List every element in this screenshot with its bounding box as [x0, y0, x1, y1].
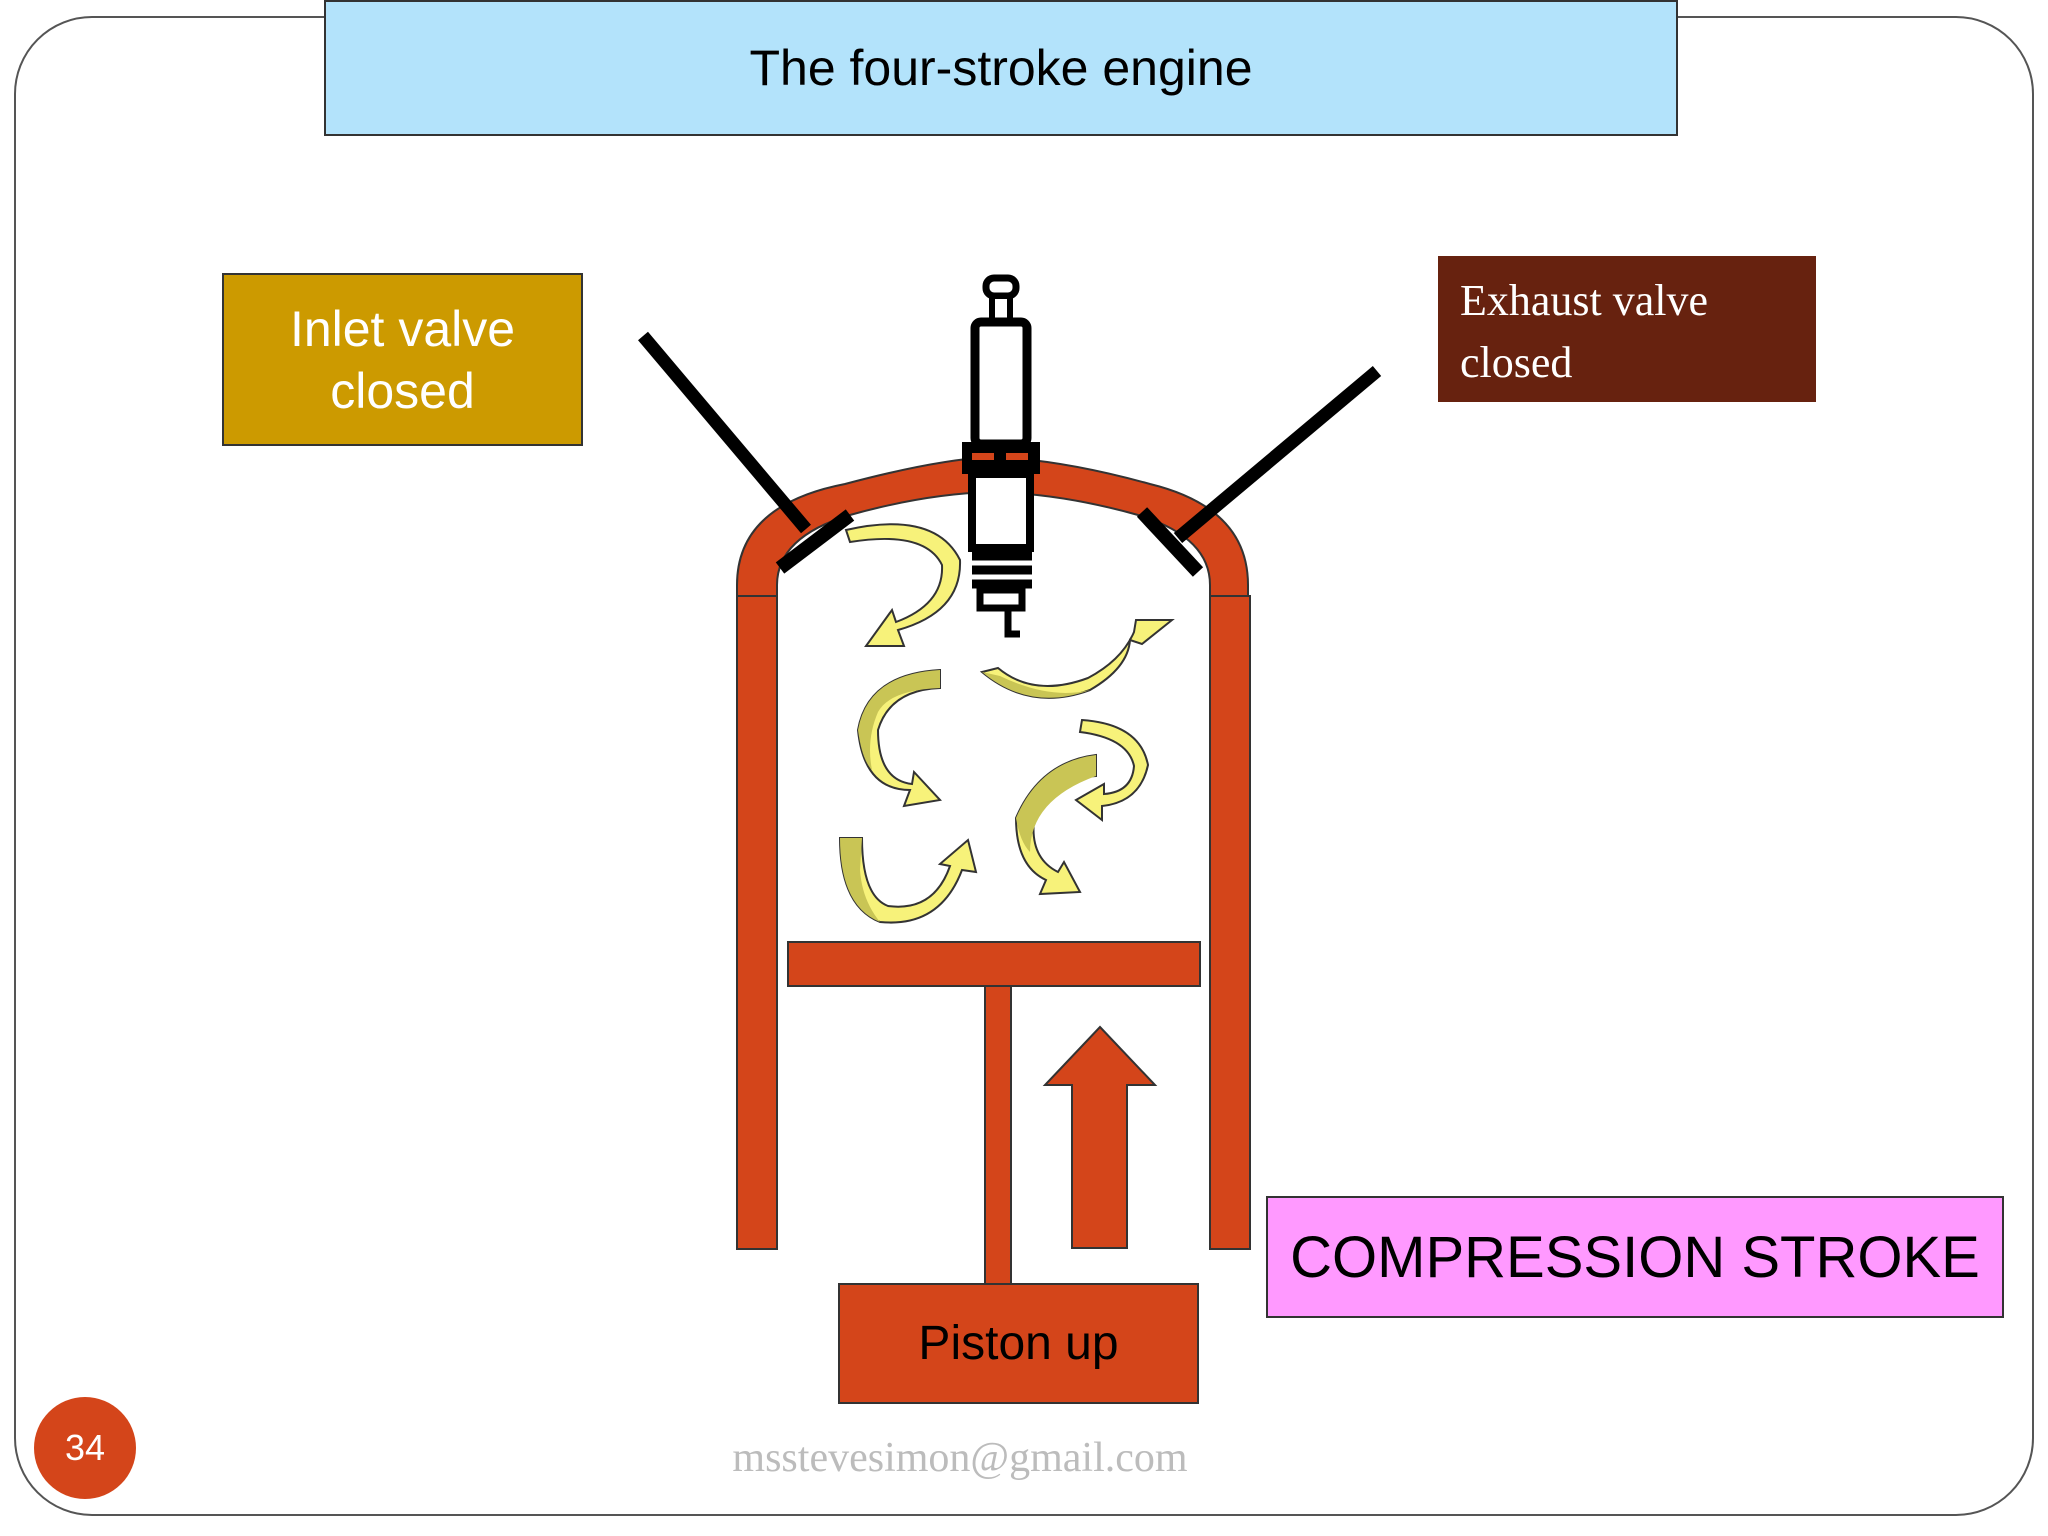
swirl-arrow-5	[1074, 718, 1150, 823]
piston-label: Piston up	[838, 1283, 1199, 1404]
piston-crown	[787, 941, 1201, 987]
inlet-valve	[638, 331, 855, 574]
exhaust-valve-label: Exhaust valve closed	[1438, 256, 1816, 402]
spark-plug-icon	[962, 274, 1040, 638]
exhaust-valve	[1136, 366, 1382, 577]
footer-email: msstevesimon@gmail.com	[732, 1435, 1188, 1481]
swirl-arrow-1	[844, 523, 962, 647]
page-number-badge: 34	[34, 1397, 136, 1499]
up-arrow-icon	[1042, 1025, 1158, 1249]
connecting-rod	[984, 985, 1012, 1286]
stroke-name-label: COMPRESSION STROKE	[1266, 1196, 2004, 1318]
cylinder-head	[736, 455, 1249, 599]
cylinder-wall-left	[736, 595, 778, 1250]
cylinder-wall-right	[1209, 595, 1251, 1250]
swirl-shading	[840, 670, 1096, 922]
inlet-valve-label: Inlet valve closed	[222, 273, 583, 446]
slide-title: The four-stroke engine	[324, 0, 1678, 136]
